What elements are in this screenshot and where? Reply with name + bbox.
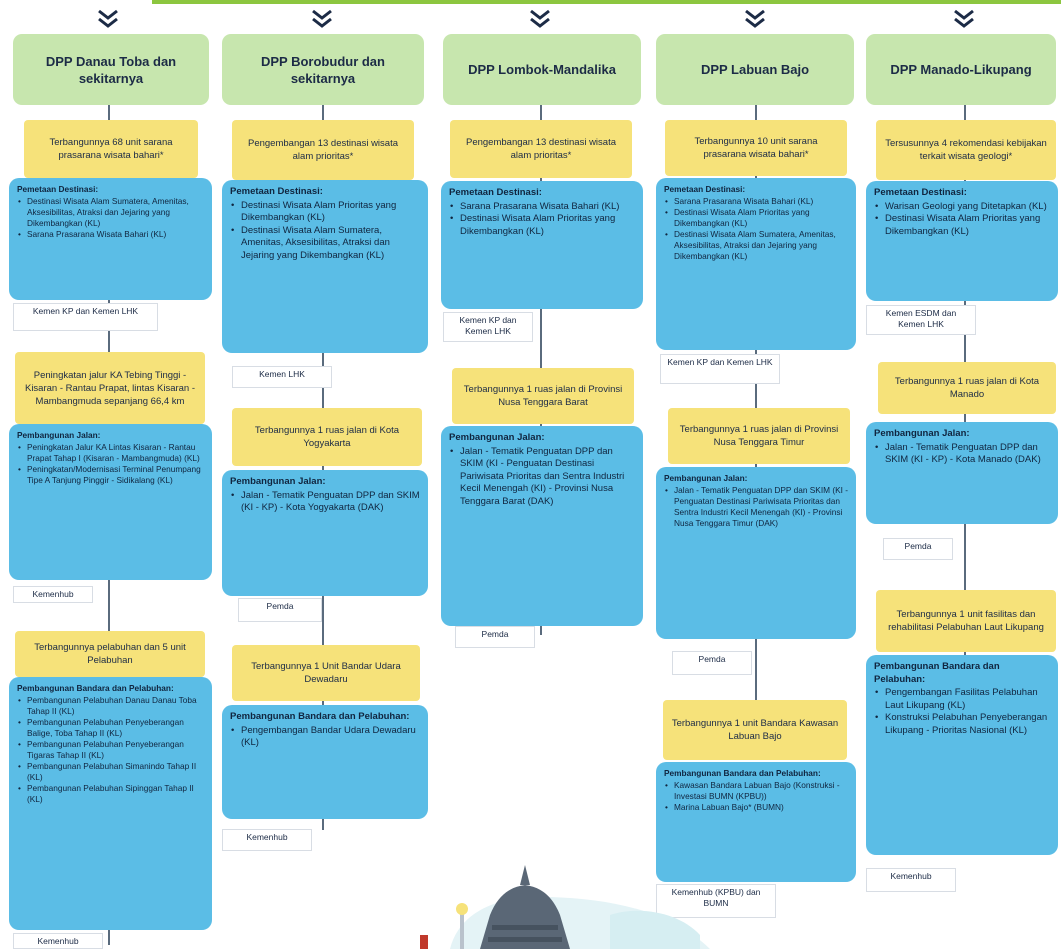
program-title: Pembangunan Jalan: — [230, 476, 326, 487]
owner-label: Kemen KP dan Kemen LHK — [13, 303, 158, 331]
target-box: Pengembangan 13 destinasi wisata alam pr… — [232, 120, 414, 180]
program-title: Pembangunan Bandara dan Pelabuhan: — [874, 661, 1000, 685]
target-box: Terbangunnya 1 ruas jalan di Kota Manado — [878, 362, 1056, 414]
chevron-down-icon — [95, 8, 121, 30]
program-item: Destinasi Wisata Alam Sumatera, Amenitas… — [17, 196, 204, 229]
owner-label: Kemenhub — [13, 933, 103, 949]
program-item: Destinasi Wisata Alam Prioritas yang Dik… — [664, 207, 848, 229]
program-box: Pembangunan Jalan: Jalan - Tematik Pengu… — [866, 422, 1058, 524]
program-item: Pengembangan Bandar Udara Dewadaru (KL) — [230, 725, 420, 750]
program-item: Marina Labuan Bajo* (BUMN) — [664, 802, 848, 813]
target-box: Terbangunnya 10 unit sarana prasarana wi… — [665, 120, 847, 176]
target-box: Terbangunnya 1 ruas jalan di Provinsi Nu… — [668, 408, 850, 464]
program-item: Sarana Prasarana Wisata Bahari (KL) — [449, 201, 635, 214]
target-box: Pengembangan 13 destinasi wisata alam pr… — [450, 120, 632, 178]
dpp-header: DPP Labuan Bajo — [656, 34, 854, 105]
program-title: Pembangunan Jalan: — [664, 473, 748, 483]
chevron-down-icon — [742, 8, 768, 30]
owner-label: Kemen KP dan Kemen LHK — [443, 312, 533, 342]
target-box: Terbangunnya 1 ruas jalan di Provinsi Nu… — [452, 368, 634, 424]
target-box: Terbangunnya 1 ruas jalan di Kota Yogyak… — [232, 408, 422, 466]
target-box: Terbangunnya pelabuhan dan 5 unit Pelabu… — [15, 631, 205, 677]
target-box: Terbangunnya 1 Unit Bandar Udara Dewadar… — [232, 645, 420, 701]
program-title: Pemetaan Destinasi: — [449, 187, 542, 198]
program-box: Pemetaan Destinasi: Warisan Geologi yang… — [866, 181, 1058, 301]
owner-label: Pemda — [238, 598, 322, 622]
program-item: Peningkatan/Modernisasi Terminal Penumpa… — [17, 464, 204, 486]
owner-label: Kemenhub — [222, 829, 312, 851]
dpp-header: DPP Borobudur dan sekitarnya — [222, 34, 424, 105]
program-box: Pembangunan Jalan: Jalan - Tematik Pengu… — [441, 426, 643, 626]
chevron-down-icon — [951, 8, 977, 30]
program-title: Pemetaan Destinasi: — [874, 187, 967, 198]
program-title: Pembangunan Jalan: — [874, 428, 970, 439]
program-item: Kawasan Bandara Labuan Bajo (Konstruksi … — [664, 780, 848, 802]
program-item: Konstruksi Pelabuhan Penyeberangan Likup… — [874, 712, 1050, 737]
program-item: Pembangunan Pelabuhan Penyeberangan Tiga… — [17, 739, 204, 761]
program-box: Pembangunan Jalan: Peningkatan Jalur KA … — [9, 424, 212, 580]
program-title: Pembangunan Jalan: — [449, 432, 545, 443]
program-title: Pembangunan Bandara dan Pelabuhan: — [664, 768, 821, 778]
program-title: Pembangunan Bandara dan Pelabuhan: — [17, 683, 174, 693]
program-box: Pemetaan Destinasi: Destinasi Wisata Ala… — [222, 180, 428, 353]
program-item: Jalan - Tematik Penguatan DPP dan SKIM (… — [874, 442, 1050, 467]
program-box: Pemetaan Destinasi: Sarana Prasarana Wis… — [656, 178, 856, 350]
temple-illustration — [420, 865, 710, 949]
program-title: Pemetaan Destinasi: — [664, 184, 746, 194]
owner-label: Kemen KP dan Kemen LHK — [660, 354, 780, 384]
target-box: Terbangunnya 1 unit Bandara Kawasan Labu… — [663, 700, 847, 760]
program-item: Pembangunan Pelabuhan Penyeberangan Bali… — [17, 717, 204, 739]
owner-label: Kemenhub — [13, 586, 93, 603]
connector-line — [755, 105, 757, 705]
dpp-header: DPP Lombok-Mandalika — [443, 34, 641, 105]
owner-label: Kemenhub — [866, 868, 956, 892]
program-item: Pembangunan Pelabuhan Sipinggan Tahap II… — [17, 783, 204, 805]
chevron-down-icon — [309, 8, 335, 30]
program-box: Pembangunan Bandara dan Pelabuhan: Penge… — [866, 655, 1058, 855]
chevron-down-icon — [527, 8, 553, 30]
program-item: Pembangunan Pelabuhan Simanindo Tahap II… — [17, 761, 204, 783]
dpp-header: DPP Danau Toba dan sekitarnya — [13, 34, 209, 105]
program-item: Destinasi Wisata Alam Prioritas yang Dik… — [874, 213, 1050, 238]
program-item: Sarana Prasarana Wisata Bahari (KL) — [17, 229, 204, 240]
program-box: Pembangunan Bandara dan Pelabuhan: Kawas… — [656, 762, 856, 882]
program-item: Destinasi Wisata Alam Prioritas yang Dik… — [230, 200, 420, 225]
dpp-header: DPP Manado-Likupang — [866, 34, 1056, 105]
owner-label: Pemda — [883, 538, 953, 560]
program-item: Sarana Prasarana Wisata Bahari (KL) — [664, 196, 848, 207]
program-item: Warisan Geologi yang Ditetapkan (KL) — [874, 201, 1050, 214]
program-box: Pembangunan Jalan: Jalan - Tematik Pengu… — [222, 470, 428, 596]
target-box: Terbangunnya 68 unit sarana prasarana wi… — [24, 120, 198, 178]
target-box: Tersusunnya 4 rekomendasi kebijakan terk… — [876, 120, 1056, 180]
owner-label: Kemenhub (KPBU) dan BUMN — [656, 884, 776, 918]
program-item: Peningkatan Jalur KA Lintas Kisaran - Ra… — [17, 442, 204, 464]
owner-label: Pemda — [672, 651, 752, 675]
program-item: Destinasi Wisata Alam Sumatera, Amenitas… — [230, 225, 420, 263]
top-connector-line — [152, 0, 1061, 4]
program-box: Pemetaan Destinasi: Destinasi Wisata Ala… — [9, 178, 212, 300]
program-title: Pembangunan Bandara dan Pelabuhan: — [230, 711, 410, 722]
program-title: Pemetaan Destinasi: — [17, 184, 99, 194]
target-box: Peningkatan jalur KA Tebing Tinggi - Kis… — [15, 352, 205, 424]
owner-label: Kemen LHK — [232, 366, 332, 388]
program-box: Pemetaan Destinasi: Sarana Prasarana Wis… — [441, 181, 643, 309]
owner-label: Pemda — [455, 626, 535, 648]
program-item: Destinasi Wisata Alam Prioritas yang Dik… — [449, 213, 635, 238]
connector-line — [322, 105, 324, 830]
program-box: Pembangunan Bandara dan Pelabuhan: Penge… — [222, 705, 428, 819]
program-title: Pemetaan Destinasi: — [230, 186, 323, 197]
owner-label: Kemen ESDM dan Kemen LHK — [866, 305, 976, 335]
program-box: Pembangunan Bandara dan Pelabuhan: Pemba… — [9, 677, 212, 930]
program-item: Destinasi Wisata Alam Sumatera, Amenitas… — [664, 229, 848, 262]
program-item: Jalan - Tematik Penguatan DPP dan SKIM (… — [449, 446, 635, 509]
program-box: Pembangunan Jalan: Jalan - Tematik Pengu… — [656, 467, 856, 639]
target-box: Terbangunnya 1 unit fasilitas dan rehabi… — [876, 590, 1056, 652]
program-item: Jalan - Tematik Penguatan DPP dan SKIM (… — [664, 485, 848, 529]
program-item: Pembangunan Pelabuhan Danau Danau Toba T… — [17, 695, 204, 717]
program-item: Jalan - Tematik Penguatan DPP dan SKIM (… — [230, 490, 420, 515]
program-item: Pengembangan Fasilitas Pelabuhan Laut Li… — [874, 687, 1050, 712]
program-title: Pembangunan Jalan: — [17, 430, 101, 440]
